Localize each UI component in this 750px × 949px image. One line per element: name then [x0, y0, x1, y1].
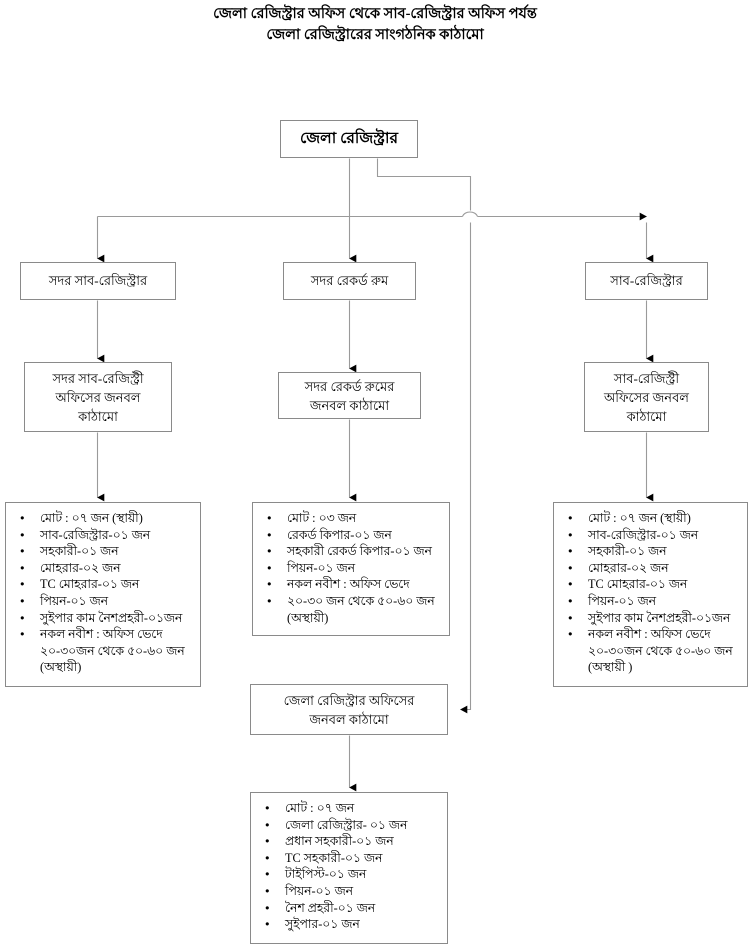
- list-item: নৈশ প্রহরী-০১ জন: [265, 900, 441, 917]
- list-item: পিয়ন-০১ জন: [267, 560, 443, 577]
- list-sub-registry-items: মোট : ০৭ জন (স্থায়ী)সাব-রেজিস্ট্রার-০১ …: [554, 510, 743, 676]
- list-item: সুইপার-০১ জন: [265, 916, 441, 933]
- list-district-registrar-office-items: মোট : ০৭ জনজেলা রেজিস্ট্রার- ০১ জনপ্রধান…: [251, 800, 443, 933]
- list-item: (অস্থায়ী): [40, 660, 82, 675]
- list-item: TC মোহরার-০১ জন: [20, 576, 194, 593]
- list-item: ২০-৩০জন থেকে ৫০-৬০ জন: [40, 643, 185, 658]
- list-item: সাব-রেজিস্ট্রার-০১ জন: [568, 527, 741, 544]
- node-sadar-sub-registrar[interactable]: সদর সাব-রেজিস্ট্রার: [20, 262, 176, 300]
- list-item: টাইপিস্ট-০১ জন: [265, 866, 441, 883]
- list-sadar-sub-registry: মোট : ০৭ জন (স্থায়ী)সাব-রেজিস্ট্রার-০১ …: [5, 502, 201, 687]
- list-item: ২০-৩০ জন থেকে ৫০-৬০ জন: [267, 593, 443, 610]
- list-item: সুইপার কাম নৈশপ্রহরী-০১জন: [568, 610, 741, 627]
- node-sadar-record-room-label: সদর রেকর্ড রুম: [310, 273, 389, 288]
- list-sub-registry: মোট : ০৭ জন (স্থায়ী)সাব-রেজিস্ট্রার-০১ …: [553, 502, 748, 687]
- list-item: সুইপার কাম নৈশপ্রহরী-০১জন: [20, 610, 194, 627]
- list-item: মোহরার-০২ জন: [20, 560, 194, 577]
- node-district-registrar[interactable]: জেলা রেজিস্ট্রার: [280, 120, 418, 158]
- list-item: TC সহকারী-০১ জন: [265, 850, 441, 867]
- list-item: পিয়ন-০১ জন: [20, 593, 194, 610]
- list-item: মোহরার-০২ জন: [568, 560, 741, 577]
- list-sadar-record-room-items: মোট : ০৩ জনরেকর্ড কিপার-০১ জনসহকারী রেকর…: [253, 510, 445, 626]
- list-item: নকল নবীশ : অফিস ভেদে: [568, 626, 741, 643]
- list-item: (অস্থায়ী ): [588, 660, 633, 675]
- list-item: পিয়ন-০১ জন: [265, 883, 441, 900]
- list-district-registrar-office: মোট : ০৭ জনজেলা রেজিস্ট্রার- ০১ জনপ্রধান…: [250, 792, 448, 944]
- list-item: TC মোহরার-০১ জন: [568, 576, 741, 593]
- list-item: নকল নবীশ : অফিস ভেদে: [20, 626, 194, 643]
- list-item: সহকারী-০১ জন: [568, 543, 741, 560]
- list-item: নকল নবীশ : অফিস ভেদে: [267, 576, 443, 593]
- list-item: রেকর্ড কিপার-০১ জন: [267, 527, 443, 544]
- list-item: মোট : ০৩ জন: [267, 510, 443, 527]
- list-item: ২০-৩০জন থেকে ৫০-৬০ জন: [588, 643, 733, 658]
- node-sub-registrar[interactable]: সাব-রেজিস্ট্রার: [585, 262, 708, 300]
- list-item: মোট : ০৭ জন: [265, 800, 441, 817]
- node-sub-registrar-label: সাব-রেজিস্ট্রার: [610, 273, 683, 288]
- page-title: জেলা রেজিস্ট্রার অফিস থেকে সাব-রেজিস্ট্র…: [0, 4, 750, 46]
- list-sadar-sub-registry-items: মোট : ০৭ জন (স্থায়ী)সাব-রেজিস্ট্রার-০১ …: [6, 510, 196, 676]
- list-item: মোট : ০৭ জন (স্থায়ী): [568, 510, 741, 527]
- list-item: (অস্থায়ী): [287, 610, 329, 625]
- list-item: সহকারী-০১ জন: [20, 543, 194, 560]
- list-item: জেলা রেজিস্ট্রার- ০১ জন: [265, 817, 441, 834]
- list-item: সাব-রেজিস্ট্রার-০১ জন: [20, 527, 194, 544]
- list-item: মোট : ০৭ জন (স্থায়ী): [20, 510, 194, 527]
- list-item: প্রধান সহকারী-০১ জন: [265, 833, 441, 850]
- node-sadar-record-room[interactable]: সদর রেকর্ড রুম: [283, 262, 416, 300]
- list-item: পিয়ন-০১ জন: [568, 593, 741, 610]
- list-sadar-record-room: মোট : ০৩ জনরেকর্ড কিপার-০১ জনসহকারী রেকর…: [252, 502, 450, 636]
- list-item: সহকারী রেকর্ড কিপার-০১ জন: [267, 543, 443, 560]
- node-district-registrar-label: জেলা রেজিস্ট্রার: [300, 130, 398, 147]
- page-title-line1: জেলা রেজিস্ট্রার অফিস থেকে সাব-রেজিস্ট্র…: [213, 6, 537, 22]
- node-sadar-sub-registrar-label: সদর সাব-রেজিস্ট্রার: [48, 273, 148, 288]
- page-title-line2: জেলা রেজিস্ট্রারের সাংগঠনিক কাঠামো: [266, 27, 484, 43]
